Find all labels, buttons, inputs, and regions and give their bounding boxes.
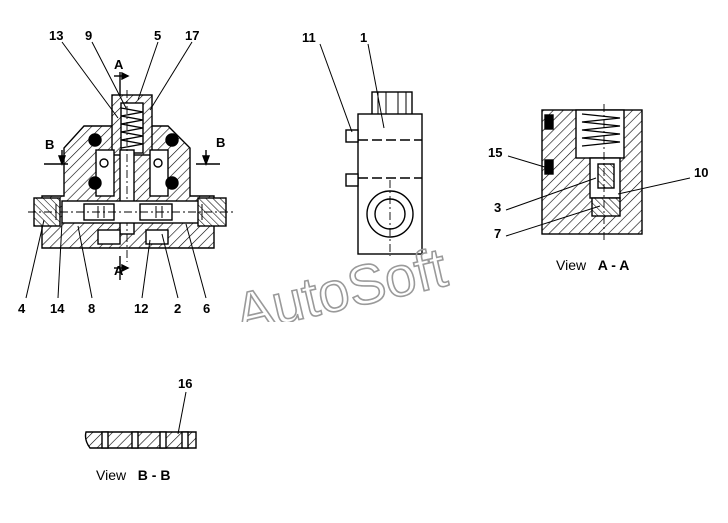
side-view bbox=[345, 91, 423, 256]
callout-14: 14 bbox=[50, 301, 65, 316]
callout-12: 12 bbox=[134, 301, 149, 316]
section-mark-a-bottom: A bbox=[114, 263, 124, 278]
callout-3: 3 bbox=[494, 200, 502, 215]
leader-lines-aa bbox=[505, 155, 691, 237]
callout-8: 8 bbox=[88, 301, 96, 316]
section-mark-b-left: B bbox=[45, 137, 55, 152]
callout-13: 13 bbox=[49, 28, 64, 43]
callout-5: 5 bbox=[154, 28, 162, 43]
section-view-main bbox=[28, 71, 234, 280]
view-aa-name: A - A bbox=[597, 257, 630, 273]
callout-17: 17 bbox=[185, 28, 200, 43]
view-bb-name: B - B bbox=[137, 467, 171, 483]
watermark-text: AutoSoft bbox=[229, 235, 453, 322]
callout-6: 6 bbox=[203, 301, 211, 316]
view-aa-drawing bbox=[541, 104, 643, 240]
callout-11: 11 bbox=[302, 30, 316, 45]
callout-1: 1 bbox=[360, 30, 368, 45]
callout-2: 2 bbox=[174, 301, 182, 316]
callout-4: 4 bbox=[18, 301, 26, 316]
callout-10: 10 bbox=[694, 165, 709, 180]
view-bb-caption: View B - B bbox=[96, 467, 170, 483]
section-mark-b-right: B bbox=[216, 135, 226, 150]
view-bb-drawing bbox=[84, 431, 197, 449]
callout-15: 15 bbox=[488, 145, 503, 160]
leader-lines-side bbox=[319, 43, 385, 133]
callout-9: 9 bbox=[85, 28, 93, 43]
autosoft-watermark: AutoSoft bbox=[228, 234, 454, 322]
section-mark-a-top: A bbox=[114, 57, 124, 72]
callout-16: 16 bbox=[178, 376, 193, 391]
view-aa-prefix: View bbox=[556, 257, 587, 273]
callout-7: 7 bbox=[494, 226, 502, 241]
leader-lines-bb bbox=[177, 391, 187, 435]
leader-lines-main bbox=[25, 41, 207, 299]
view-bb-prefix: View bbox=[96, 467, 127, 483]
view-aa-caption: View A - A bbox=[556, 257, 629, 273]
